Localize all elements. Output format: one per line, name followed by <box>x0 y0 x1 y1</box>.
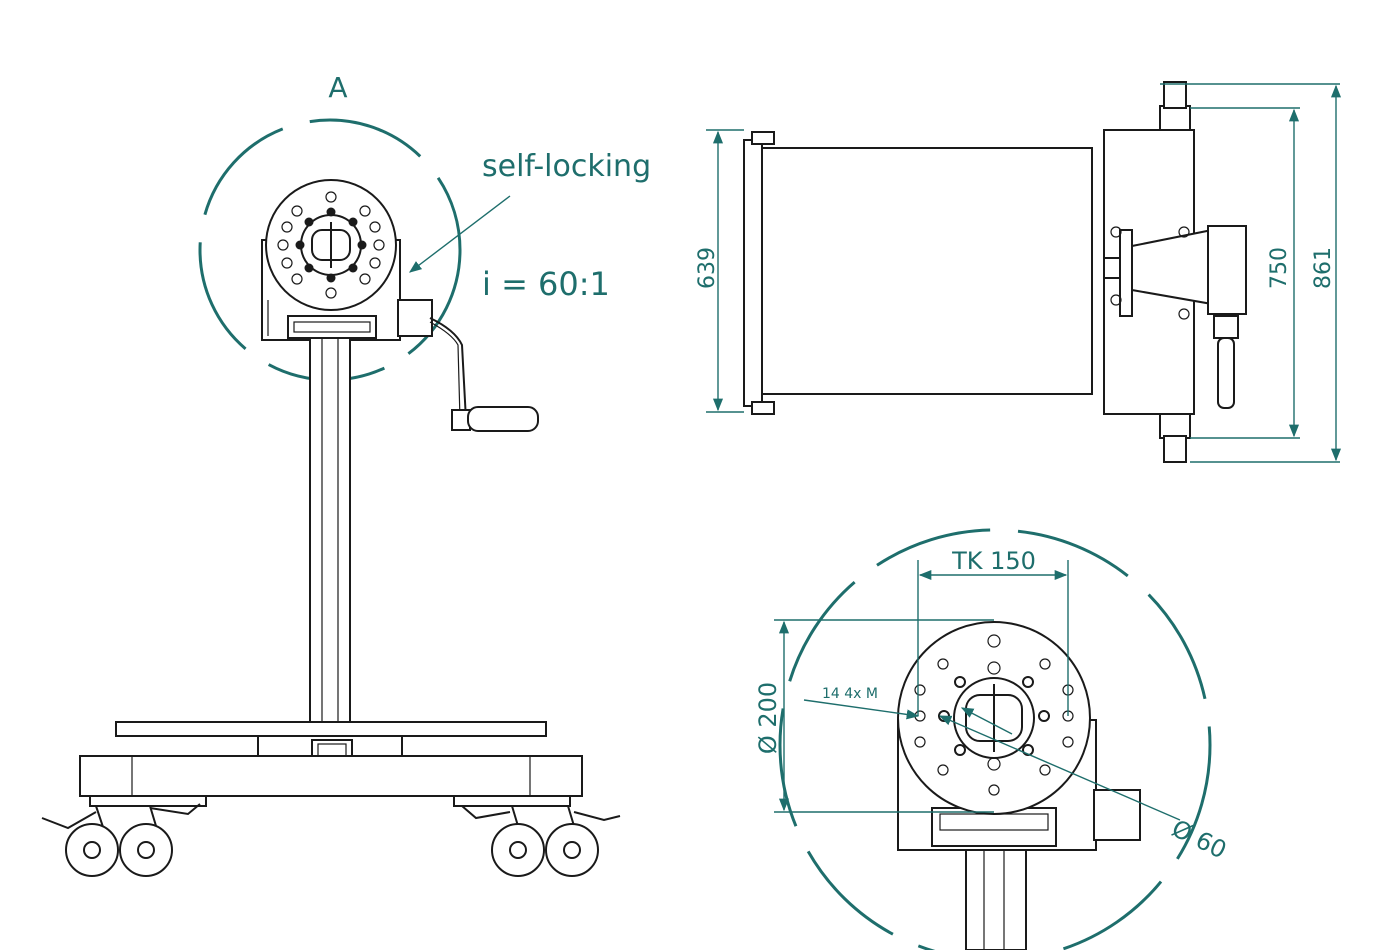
dia-200-label: Ø 200 <box>754 682 782 754</box>
table-plate <box>115 721 547 737</box>
caster-right-outer <box>545 805 621 877</box>
side-view-stand: A self-locking i = 60:1 <box>41 71 651 877</box>
stand-column <box>309 337 351 731</box>
detail-a-view: TK 150 Ø 200 14 4x M Ø 60 <box>754 528 1231 950</box>
tk-150-label: TK 150 <box>951 547 1036 575</box>
dim-861-label: 861 <box>1311 247 1336 289</box>
detail-marker-label: A <box>328 71 347 104</box>
self-locking-label: self-locking <box>482 149 651 184</box>
holes-leader <box>803 699 920 720</box>
dia-60-leader <box>938 715 1181 821</box>
self-locking-leader <box>408 195 511 273</box>
holes-label: 14 4x M <box>822 686 878 702</box>
crank-handle <box>467 406 539 432</box>
gear-ratio-label: i = 60:1 <box>482 265 610 303</box>
base-frame <box>79 755 583 797</box>
caster-left-outer <box>41 805 119 877</box>
caster-right-inner <box>461 805 545 877</box>
tank-body <box>761 147 1093 395</box>
top-view: 639 750 861 <box>695 81 1342 463</box>
dim-639-label: 639 <box>695 247 720 289</box>
caster-left-inner <box>119 803 201 877</box>
dim-750-label: 750 <box>1267 247 1292 289</box>
